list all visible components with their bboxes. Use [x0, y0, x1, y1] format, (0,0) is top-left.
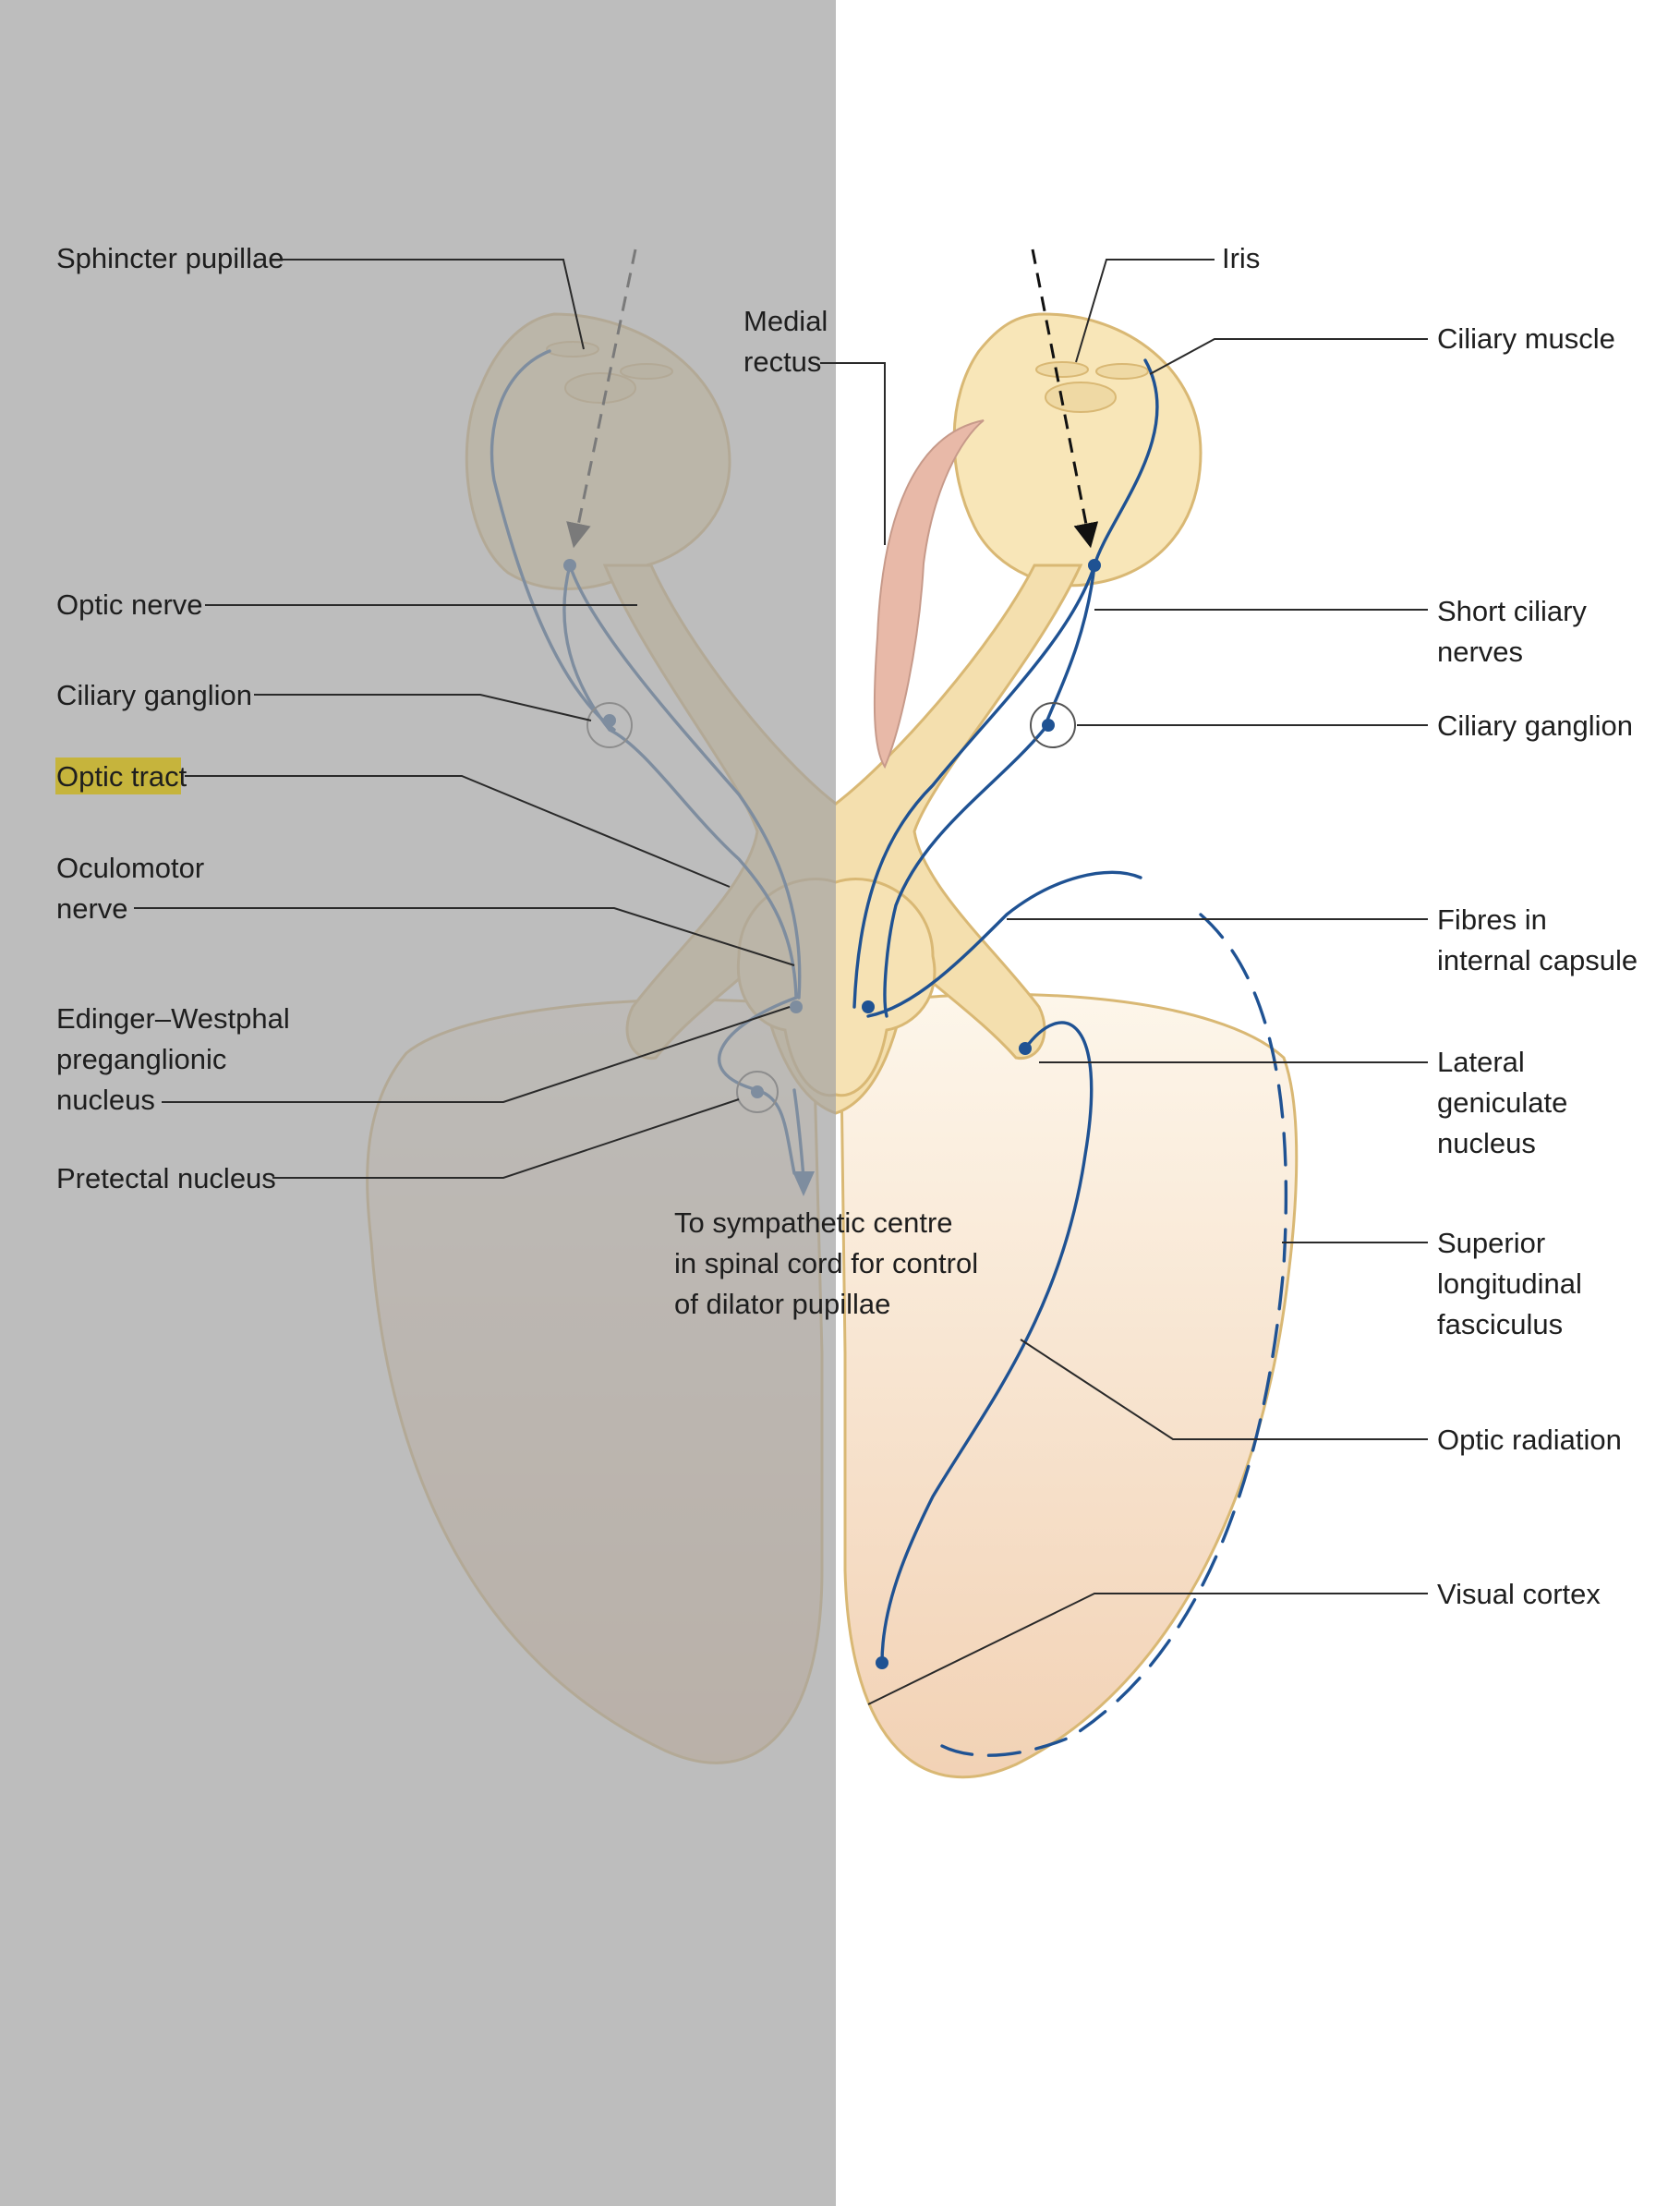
right-ciliary-ganglion-ring	[1030, 702, 1076, 748]
right-light-ray	[1031, 248, 1099, 549]
label-optic-nerve: Optic nerve	[56, 588, 203, 621]
label-short-ciliary-nerves-line1: Short ciliary	[1437, 595, 1587, 627]
label-superior-longitudinal-line3: fasciculus	[1437, 1308, 1563, 1340]
right-iris-upper	[1035, 361, 1089, 378]
leader-visual-cortex	[867, 1593, 1428, 1705]
label-sympathetic-line3: of dilator pupillae	[674, 1288, 890, 1320]
label-lateral-geniculate-line3: nucleus	[1437, 1127, 1536, 1159]
optic-tract-highlight	[55, 758, 181, 794]
right-retinal-fibre	[852, 564, 1096, 1009]
right-short-ciliary-nerve	[1093, 358, 1159, 567]
labels: Sphincter pupillae Medial rectus Iris Ci…	[55, 242, 1638, 1610]
label-sphincter-pupillae: Sphincter pupillae	[56, 242, 284, 274]
right-ciliary-ganglion-node	[1042, 719, 1055, 732]
label-ciliary-ganglion-left: Ciliary ganglion	[56, 679, 252, 711]
leader-sphincter-pupillae	[270, 259, 585, 350]
leader-edinger-westphal	[162, 1006, 791, 1103]
leader-lines	[134, 259, 1428, 1705]
label-superior-longitudinal-line1: Superior	[1437, 1227, 1545, 1259]
label-edinger-westphal-line2: preganglionic	[56, 1043, 226, 1075]
leader-ciliary-ganglion-left	[254, 694, 592, 721]
right-lens	[1045, 382, 1117, 413]
label-superior-longitudinal-line2: longitudinal	[1437, 1267, 1582, 1300]
leader-oculomotor-nerve	[134, 907, 795, 966]
optic-radiation-fibre	[880, 1021, 1094, 1665]
label-lateral-geniculate-line1: Lateral	[1437, 1046, 1525, 1078]
label-medial-rectus-line1: Medial	[743, 305, 828, 337]
label-sympathetic-line1: To sympathetic centre	[674, 1206, 953, 1239]
label-sympathetic-line2: in spinal cord for control	[674, 1247, 978, 1279]
label-edinger-westphal-line3: nucleus	[56, 1084, 155, 1116]
label-short-ciliary-nerves-line2: nerves	[1437, 636, 1523, 668]
label-optic-tract: Optic tract	[56, 760, 187, 793]
label-fibres-internal-capsule-line1: Fibres in	[1437, 903, 1547, 936]
label-lateral-geniculate-line2: geniculate	[1437, 1086, 1567, 1119]
leader-iris	[1075, 259, 1215, 363]
leader-optic-radiation	[1020, 1339, 1428, 1440]
right-internal-capsule-fibre	[866, 870, 1142, 1018]
label-oculomotor-nerve-line2: nerve	[56, 892, 128, 925]
leader-medial-rectus	[820, 362, 886, 545]
label-visual-cortex: Visual cortex	[1437, 1578, 1601, 1610]
visual-cortex-node	[876, 1656, 888, 1669]
label-pretectal-nucleus: Pretectal nucleus	[56, 1162, 276, 1194]
label-oculomotor-nerve-line1: Oculomotor	[56, 852, 204, 884]
label-medial-rectus-line2: rectus	[743, 345, 821, 378]
leader-pretectal-nucleus	[272, 1098, 740, 1179]
label-optic-radiation: Optic radiation	[1437, 1424, 1622, 1456]
lateral-geniculate-node	[1019, 1042, 1032, 1055]
right-ciliary-to-ganglion	[883, 564, 1096, 1018]
oculomotor-node	[862, 1000, 875, 1013]
label-ciliary-muscle: Ciliary muscle	[1437, 322, 1615, 355]
label-fibres-internal-capsule-line2: internal capsule	[1437, 944, 1638, 976]
label-iris: Iris	[1222, 242, 1260, 274]
label-edinger-westphal-line1: Edinger–Westphal	[56, 1002, 290, 1035]
right-retina-node	[1088, 559, 1101, 572]
leader-ciliary-muscle	[1149, 338, 1428, 375]
right-hemisphere	[839, 992, 1299, 1779]
label-ciliary-ganglion-right: Ciliary ganglion	[1437, 709, 1633, 742]
superior-longitudinal-fasciculus	[940, 913, 1288, 1757]
medial-rectus-muscle	[873, 419, 985, 770]
right-iris-upper-b	[1095, 363, 1149, 380]
leader-optic-tract	[185, 775, 731, 888]
